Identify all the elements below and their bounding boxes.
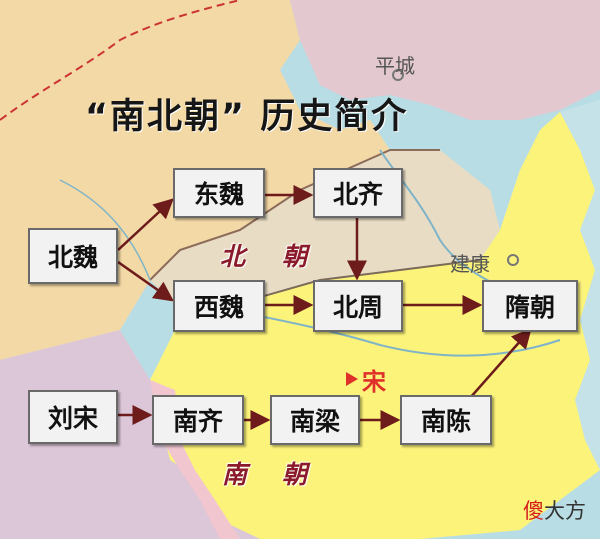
map-label-pingcheng: 平城 <box>375 54 415 78</box>
watermark: 傻大方 <box>523 495 586 525</box>
node-liusong: 刘宋 <box>28 390 118 444</box>
region-south-char-2: 朝 <box>282 460 308 489</box>
jiankang-marker <box>507 254 519 266</box>
middle-land <box>150 150 500 320</box>
node-beizhou: 北周 <box>313 280 403 332</box>
watermark-accent: 傻 <box>523 499 544 523</box>
region-north-char-2: 朝 <box>282 242 308 271</box>
region-south-char-1: 南 <box>222 460 248 489</box>
river-3 <box>59 179 151 281</box>
region-north-char-1: 北 <box>220 242 246 271</box>
border-line-2 <box>149 149 440 281</box>
arrow-nanchen-suichao <box>469 328 532 399</box>
arrow-beiwei-dongwei <box>117 198 174 251</box>
node-xiwei: 西魏 <box>173 280 265 332</box>
river-2 <box>229 309 561 357</box>
node-beiqi: 北齐 <box>313 168 403 218</box>
east-sea <box>560 100 600 470</box>
border-line-1 <box>0 0 241 121</box>
node-beiwei: 北魏 <box>28 228 118 284</box>
arrow-beiwei-xiwei <box>117 260 175 302</box>
node-suichao: 隋朝 <box>482 280 578 332</box>
map-label-song: 宋 <box>362 368 386 396</box>
map-label-jiankang: 建康 <box>450 252 490 276</box>
node-nanqi: 南齐 <box>152 395 244 445</box>
pingcheng-marker <box>392 69 404 81</box>
north-zone <box>290 0 600 120</box>
arrows <box>117 185 532 430</box>
node-nanchen: 南陈 <box>400 395 492 445</box>
song-marker <box>346 372 358 386</box>
page-title: “南北朝” 历史简介 <box>85 97 409 137</box>
node-nanliang: 南梁 <box>270 395 360 445</box>
watermark-rest: 大方 <box>544 499 586 523</box>
node-dongwei: 东魏 <box>173 168 265 218</box>
